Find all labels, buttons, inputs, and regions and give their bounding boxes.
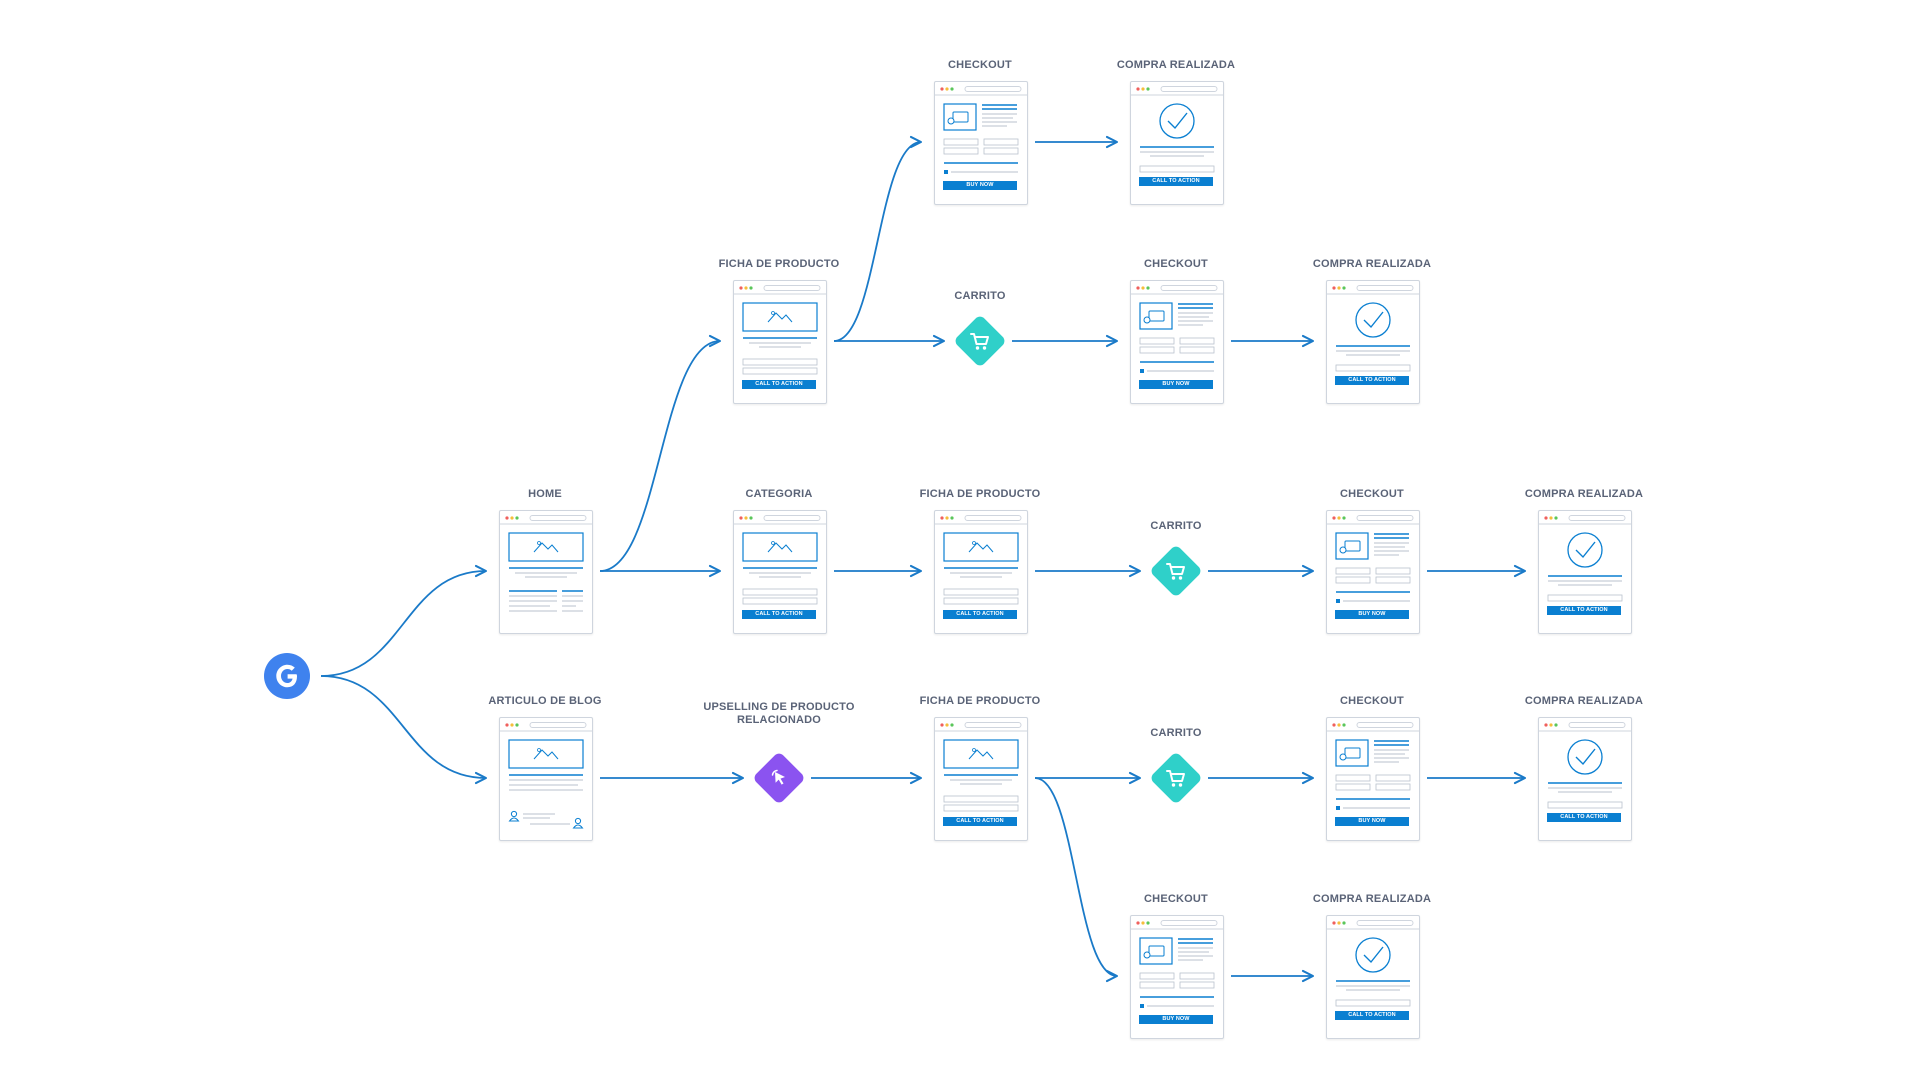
node-label-compra4: COMPRA REALIZADA: [1524, 695, 1644, 707]
blog-page-node-blog: [499, 717, 593, 841]
shopping-cart-icon: [1166, 770, 1185, 787]
page-wireframe: [734, 515, 826, 605]
node-label-blog: ARTICULO DE BLOG: [488, 695, 602, 707]
page-wireframe: [1327, 920, 1419, 1007]
confirm-page-node-compra1: CALL TO ACTION: [1130, 81, 1224, 205]
page-wireframe: [1131, 86, 1223, 173]
call-to-action-button: CALL TO ACTION: [742, 380, 816, 389]
call-to-action-button: CALL TO ACTION: [1547, 813, 1621, 822]
google-g-icon: [276, 664, 297, 688]
node-label-compra5: COMPRA REALIZADA: [1312, 893, 1432, 905]
node-label-compra1: COMPRA REALIZADA: [1116, 59, 1236, 71]
page-wireframe: [1327, 285, 1419, 372]
call-to-action-button: CALL TO ACTION: [742, 610, 816, 619]
buy-now-button: BUY NOW: [1139, 1015, 1213, 1024]
buy-now-button: BUY NOW: [1335, 610, 1409, 619]
buy-now-button: BUY NOW: [1139, 380, 1213, 389]
page-wireframe: [1539, 722, 1631, 809]
node-label-home: HOME: [528, 488, 562, 500]
cursor-click-icon: [771, 769, 785, 785]
product-page-node-ficha2: CALL TO ACTION: [934, 510, 1028, 634]
node-label-ficha1: FICHA DE PRODUCTO: [718, 258, 840, 270]
node-label-compra2: COMPRA REALIZADA: [1312, 258, 1432, 270]
node-label-upsell: UPSELLING DE PRODUCTO RELACIONADO: [703, 701, 855, 726]
page-wireframe: [1327, 722, 1419, 810]
confirm-page-node-compra3: CALL TO ACTION: [1538, 510, 1632, 634]
node-label-checkout1: CHECKOUT: [948, 59, 1012, 71]
buy-now-button: BUY NOW: [1335, 817, 1409, 826]
node-label-carrito3: CARRITO: [1150, 727, 1202, 739]
shopping-cart-icon: [1166, 563, 1185, 580]
call-to-action-button: CALL TO ACTION: [1335, 1011, 1409, 1020]
product-page-node-ficha1: CALL TO ACTION: [733, 280, 827, 404]
node-label-checkout3: CHECKOUT: [1340, 488, 1404, 500]
node-label-carrito1: CARRITO: [954, 290, 1006, 302]
edge-home-to-ficha1: [599, 334, 722, 572]
node-label-ficha3: FICHA DE PRODUCTO: [919, 695, 1041, 707]
node-label-checkout2: CHECKOUT: [1144, 258, 1208, 270]
page-wireframe: [500, 515, 592, 612]
page-wireframe: [935, 722, 1027, 812]
node-label-carrito2: CARRITO: [1150, 520, 1202, 532]
node-label-checkout5: CHECKOUT: [1144, 893, 1208, 905]
checkout-page-node-checkout2: BUY NOW: [1130, 280, 1224, 404]
checkout-page-node-checkout4: BUY NOW: [1326, 717, 1420, 841]
page-wireframe: [1131, 920, 1223, 1008]
call-to-action-button: CALL TO ACTION: [943, 610, 1017, 619]
edge-google-to-blog: [320, 675, 488, 785]
cart-node-carrito1: [953, 314, 1007, 368]
call-to-action-button: CALL TO ACTION: [1547, 606, 1621, 615]
confirm-page-node-compra2: CALL TO ACTION: [1326, 280, 1420, 404]
page-wireframe: [1539, 515, 1631, 602]
upsell-node-upsell: [752, 751, 806, 805]
cart-node-carrito3: [1149, 751, 1203, 805]
node-label-ficha2: FICHA DE PRODUCTO: [919, 488, 1041, 500]
shopping-cart-icon: [970, 333, 989, 350]
page-wireframe: [935, 86, 1027, 174]
cart-node-carrito2: [1149, 544, 1203, 598]
call-to-action-button: CALL TO ACTION: [1139, 177, 1213, 186]
checkout-page-node-checkout5: BUY NOW: [1130, 915, 1224, 1039]
confirm-page-node-compra4: CALL TO ACTION: [1538, 717, 1632, 841]
confirm-page-node-compra5: CALL TO ACTION: [1326, 915, 1420, 1039]
page-wireframe: [734, 285, 826, 375]
edge-ficha1-to-checkout1: [833, 135, 923, 342]
product-page-node-ficha3: CALL TO ACTION: [934, 717, 1028, 841]
call-to-action-button: CALL TO ACTION: [943, 817, 1017, 826]
google-source-node: [264, 653, 310, 699]
page-wireframe: [935, 515, 1027, 605]
node-label-compra3: COMPRA REALIZADA: [1524, 488, 1644, 500]
edge-ficha3-to-checkout5: [1034, 777, 1119, 982]
page-wireframe: [500, 722, 592, 829]
home-page-node-home: [499, 510, 593, 634]
checkout-page-node-checkout3: BUY NOW: [1326, 510, 1420, 634]
call-to-action-button: CALL TO ACTION: [1335, 376, 1409, 385]
checkout-page-node-checkout1: BUY NOW: [934, 81, 1028, 205]
page-wireframe: [1131, 285, 1223, 373]
node-label-categoria: CATEGORIA: [745, 488, 813, 500]
node-label-checkout4: CHECKOUT: [1340, 695, 1404, 707]
product-page-node-categoria: CALL TO ACTION: [733, 510, 827, 634]
buy-now-button: BUY NOW: [943, 181, 1017, 190]
page-wireframe: [1327, 515, 1419, 603]
edge-google-to-home: [320, 564, 488, 677]
